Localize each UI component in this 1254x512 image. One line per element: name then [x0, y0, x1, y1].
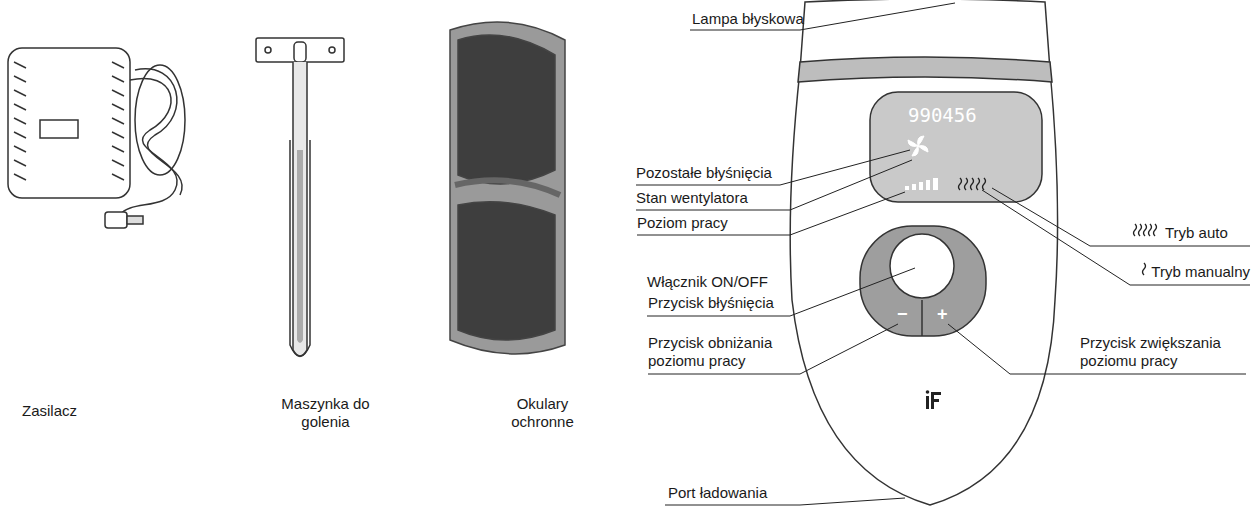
- leader-lines: [636, 3, 1250, 505]
- button-symbol: +: [937, 304, 948, 326]
- brand-logo: [926, 390, 941, 409]
- ipl-device: [790, 0, 1057, 505]
- safety-glasses: [450, 22, 565, 354]
- vent-slot: [112, 76, 124, 82]
- vent-slot: [112, 118, 124, 124]
- callout-label: Przycisk obniżania poziomu pracy: [648, 334, 798, 370]
- vent-slot: [14, 62, 26, 68]
- callout-label: Pozostałe błyśnięcia: [636, 164, 772, 182]
- part-label: Zasilacz: [22, 402, 77, 420]
- vent-slot: [14, 118, 26, 124]
- mode-label: Tryb manualny: [1151, 263, 1250, 281]
- callout-label: Poziom pracy: [637, 214, 728, 232]
- callout-label: Lampa błyskowa: [692, 10, 804, 28]
- vent-slot: [14, 174, 26, 180]
- callout-label: Stan wentylatora: [636, 189, 748, 207]
- vent-slot: [112, 132, 124, 138]
- vent-slot: [112, 90, 124, 96]
- vent-slot: [112, 174, 124, 180]
- vent-slot: [14, 90, 26, 96]
- power-adapter: [8, 48, 185, 228]
- vent-slot: [14, 104, 26, 110]
- vent-slot: [112, 104, 124, 110]
- flash-counter: 990456: [908, 104, 977, 127]
- button-symbol: −: [897, 304, 908, 326]
- level-bars: [905, 178, 938, 190]
- vent-slot: [14, 76, 26, 82]
- vent-slot: [112, 146, 124, 152]
- auto-mode-icon: [959, 178, 986, 190]
- part-label: Maszynka do golenia: [268, 395, 383, 431]
- callout-label: Port ładowania: [668, 484, 767, 502]
- vent-slot: [14, 160, 26, 166]
- vent-slot: [14, 132, 26, 138]
- vent-slot: [14, 146, 26, 152]
- vent-slot: [112, 160, 124, 166]
- vent-slot: [112, 62, 124, 68]
- razor: [256, 38, 344, 357]
- callout-label: Przycisk błyśnięcia: [648, 294, 774, 312]
- mode-label: Tryb auto: [1165, 224, 1228, 242]
- part-label: Okulary ochronne: [490, 395, 595, 431]
- fan-icon: [908, 136, 928, 156]
- callout-label: Włącznik ON/OFF: [647, 273, 768, 291]
- callout-label: Przycisk zwiększania poziomu pracy: [1080, 334, 1248, 370]
